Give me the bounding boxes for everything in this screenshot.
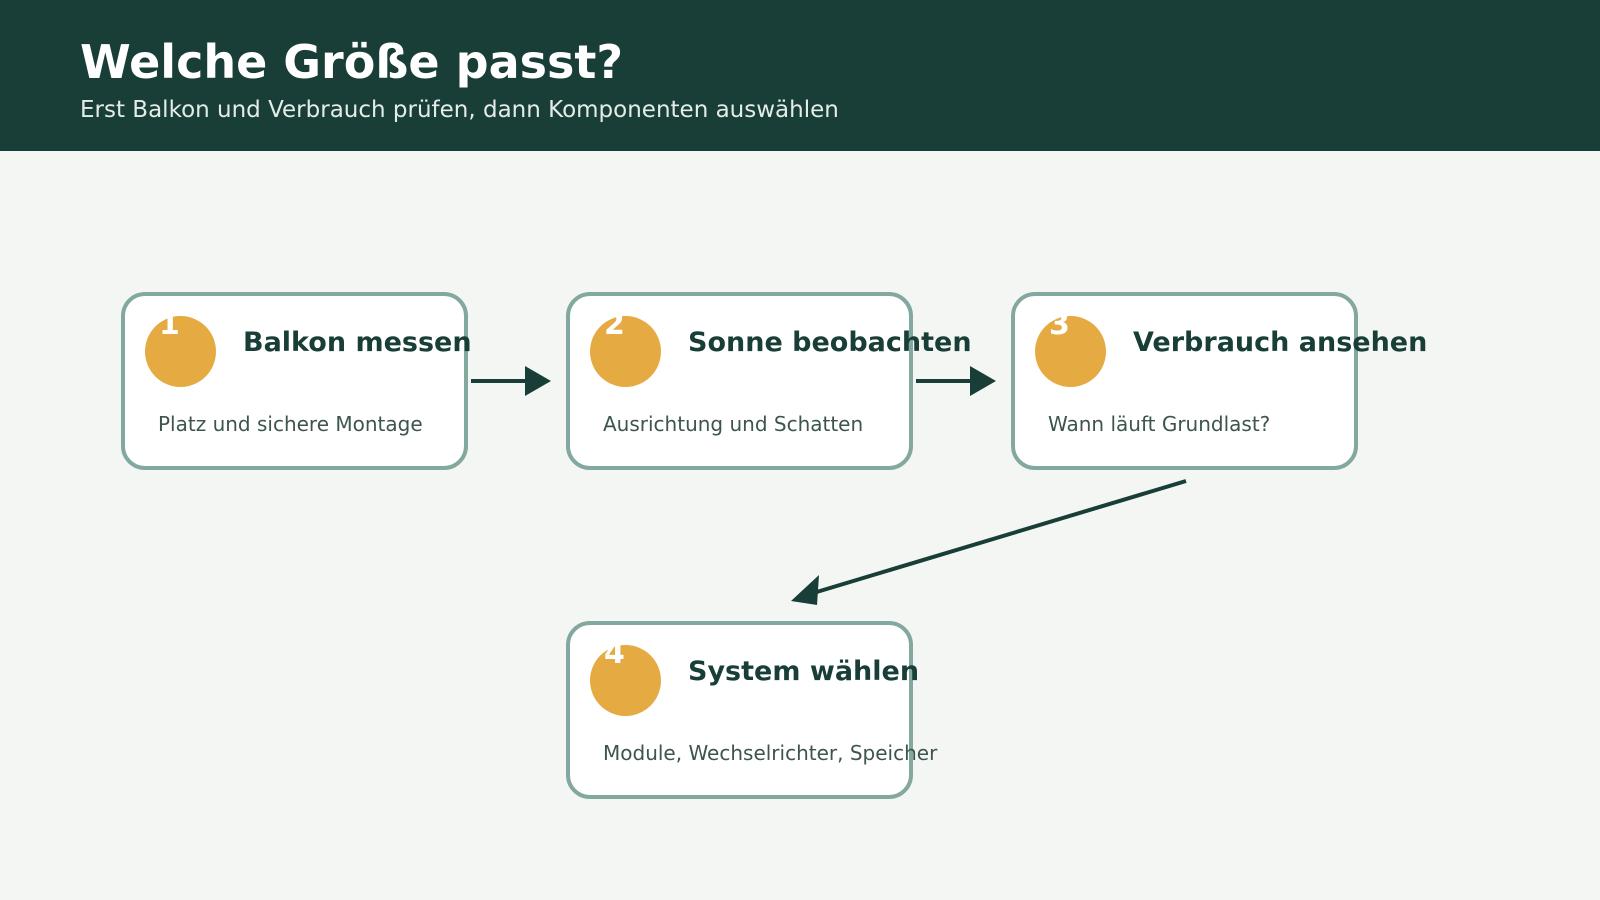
step-number: 2 [604, 307, 625, 342]
step-card-3: 3 Verbrauch ansehen Wann läuft Grundlast… [1011, 292, 1427, 470]
step-title: Balkon messen [243, 327, 472, 358]
header-banner: Welche Größe passt? Erst Balkon und Verb… [0, 0, 1600, 151]
step-description: Wann läuft Grundlast? [1048, 412, 1271, 436]
step-description: Ausrichtung und Schatten [603, 412, 864, 436]
step-number-badge: 1 [145, 310, 216, 387]
arrow-step2-to-step3 [916, 366, 996, 396]
step-card-2: 2 Sonne beobachten Ausrichtung und Schat… [566, 292, 972, 470]
step-number-badge: 4 [590, 639, 661, 716]
step-card-1: 1 Balkon messen Platz und sichere Montag… [121, 292, 472, 470]
step-number: 4 [604, 636, 625, 671]
step-number: 1 [159, 307, 180, 342]
step-description: Platz und sichere Montage [158, 412, 423, 436]
step-title: Verbrauch ansehen [1133, 327, 1428, 358]
page-title: Welche Größe passt? [80, 35, 624, 89]
step-number-badge: 3 [1035, 310, 1106, 387]
step-card-4: 4 System wählen Module, Wechselrichter, … [566, 621, 937, 799]
step-title: Sonne beobachten [688, 327, 972, 358]
page-subtitle: Erst Balkon und Verbrauch prüfen, dann K… [80, 97, 839, 123]
arrow-step3-to-step4 [791, 479, 1187, 605]
step-number-badge: 2 [590, 310, 661, 387]
step-description: Module, Wechselrichter, Speicher [603, 741, 938, 765]
step-title: System wählen [688, 656, 920, 687]
arrow-step1-to-step2 [471, 366, 551, 396]
step-number: 3 [1049, 307, 1070, 342]
